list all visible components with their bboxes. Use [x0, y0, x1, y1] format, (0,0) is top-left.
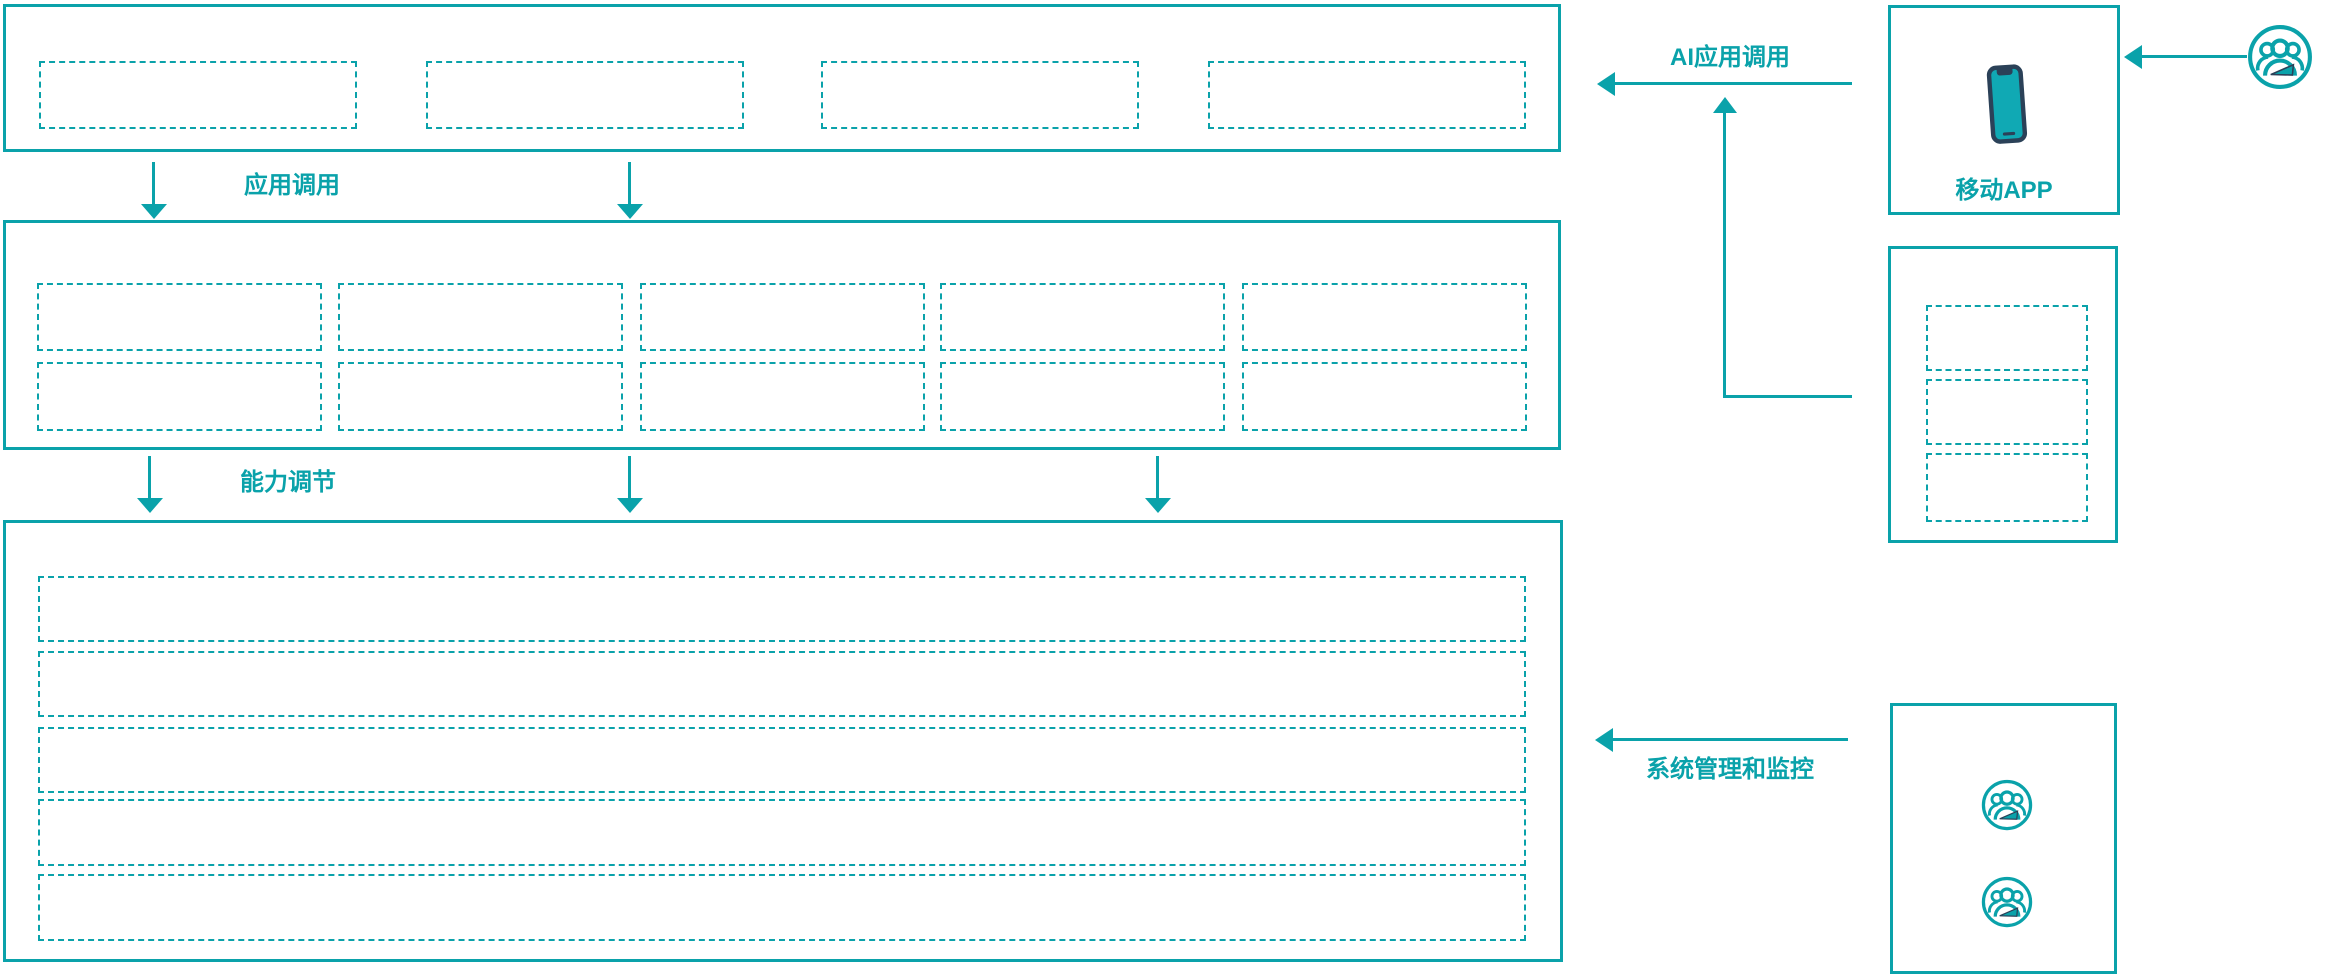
placeholder-box	[37, 283, 322, 351]
placeholder-box	[1208, 61, 1526, 129]
placeholder-box	[338, 362, 623, 431]
placeholder-box	[640, 362, 925, 431]
placeholder-box	[338, 283, 623, 351]
placeholder-box	[1926, 305, 2088, 371]
bottom-platform-band	[3, 520, 1563, 962]
app-call-arrow-line-2	[628, 162, 631, 204]
placeholder-box	[1242, 283, 1527, 351]
arrow-down-icon	[137, 498, 163, 513]
placeholder-box	[640, 283, 925, 351]
system-mgmt-arrow-line	[1613, 738, 1848, 741]
arrow-down-icon	[1145, 498, 1171, 513]
mobile-app-label: 移动APP	[1955, 177, 2053, 204]
user-group-icon	[2247, 24, 2313, 90]
arrow-left-icon	[1595, 728, 1613, 752]
mobile-app-box: 移动APP	[1888, 5, 2120, 215]
capability-arrow-line-1	[148, 456, 151, 498]
placeholder-row	[38, 874, 1526, 941]
arrow-down-icon	[617, 204, 643, 219]
placeholder-box	[821, 61, 1139, 129]
user-group-icon	[1981, 876, 2033, 928]
placeholder-box	[39, 61, 357, 129]
admin-users-box	[1890, 703, 2117, 974]
capability-adjust-label: 能力调节	[240, 469, 336, 496]
smartphone-icon	[1985, 60, 2029, 150]
capability-arrow-line-3	[1156, 456, 1159, 498]
user-group-icon	[1981, 779, 2033, 831]
placeholder-row	[38, 799, 1526, 866]
services-connector-vline	[1723, 113, 1726, 398]
placeholder-box	[940, 362, 1225, 431]
placeholder-box	[940, 283, 1225, 351]
capability-arrow-line-2	[628, 456, 631, 498]
system-mgmt-label: 系统管理和监控	[1646, 756, 1814, 783]
placeholder-row	[38, 576, 1526, 642]
user-to-app-arrow-line	[2142, 55, 2247, 58]
arrow-up-icon	[1713, 97, 1737, 113]
placeholder-row	[38, 727, 1526, 793]
placeholder-box	[1926, 379, 2088, 445]
arrow-left-icon	[2124, 45, 2142, 69]
app-call-arrow-line-1	[152, 162, 155, 204]
services-connector-hline	[1724, 395, 1852, 398]
placeholder-box	[37, 362, 322, 431]
arrow-down-icon	[141, 204, 167, 219]
right-services-box	[1888, 246, 2118, 543]
top-applications-band	[3, 4, 1561, 152]
placeholder-row	[38, 651, 1526, 717]
placeholder-box	[426, 61, 744, 129]
ai-app-call-label: AI应用调用	[1670, 44, 1790, 71]
middle-capability-band	[3, 220, 1561, 450]
app-call-label: 应用调用	[244, 172, 340, 199]
ai-app-call-arrow-line	[1615, 82, 1852, 85]
placeholder-box	[1242, 362, 1527, 431]
placeholder-box	[1926, 453, 2088, 522]
arrow-down-icon	[617, 498, 643, 513]
arrow-left-icon	[1597, 72, 1615, 96]
